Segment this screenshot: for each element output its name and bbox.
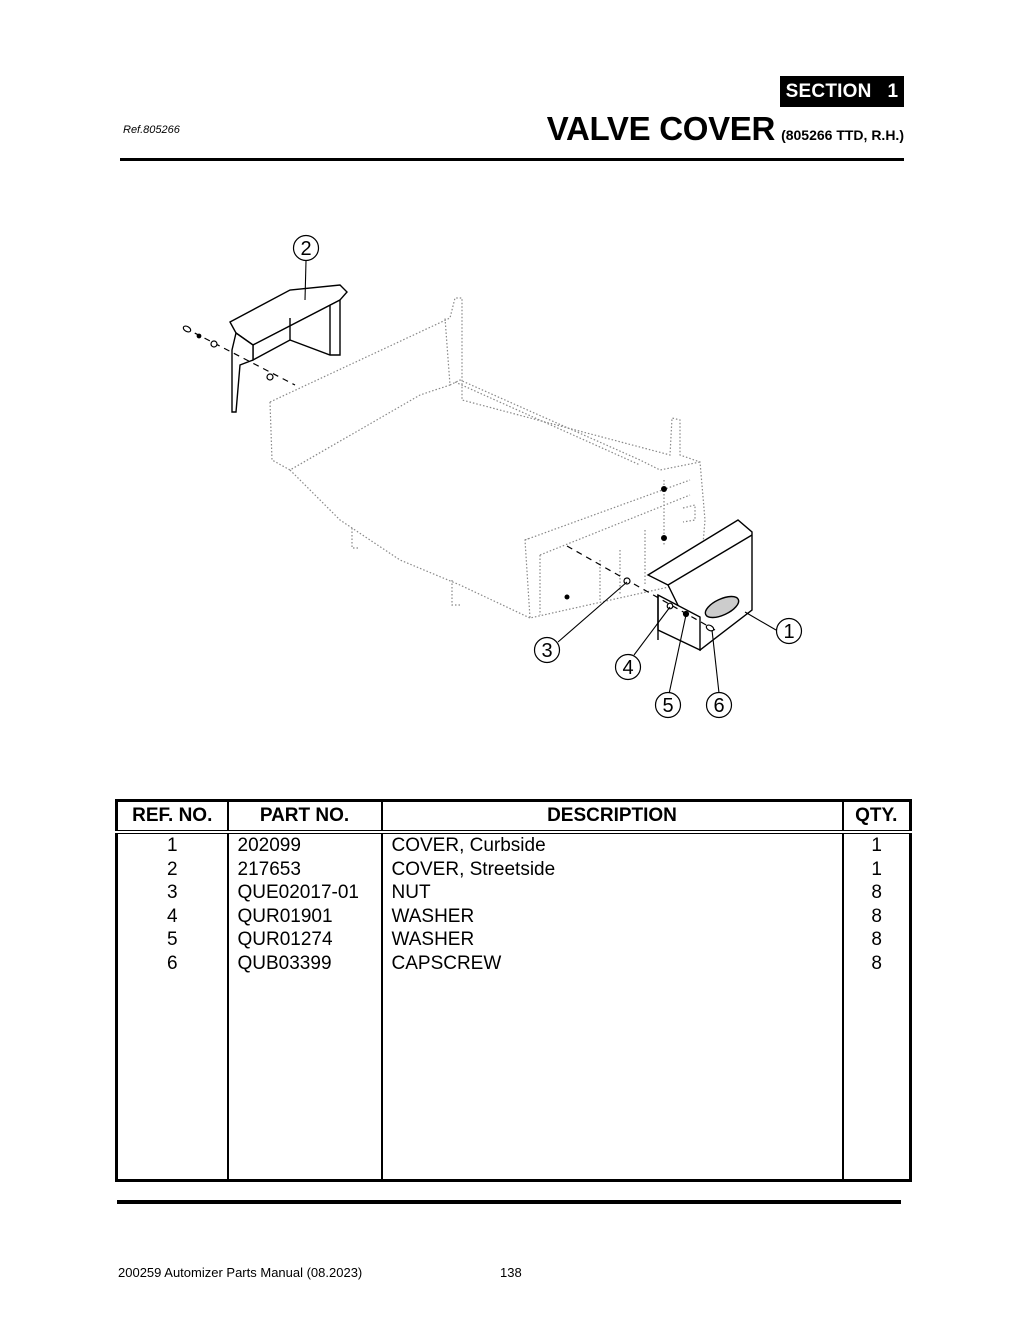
column-header-ref: REF. NO. [116,800,228,834]
description-cell: WASHER [380,928,843,952]
callout-5: 5 [654,691,682,719]
table-row: 4 QUR01901 WASHER 8 [117,904,911,928]
header-divider [120,158,904,161]
description-cell: WASHER [380,904,843,928]
curbside-hardware [566,545,716,632]
description-cell: COVER, Curbside [380,832,843,858]
svg-text:2: 2 [300,238,311,260]
title-main: VALVE COVER [546,110,776,147]
section-number: 1 [887,80,899,102]
streetside-hardware [182,325,296,386]
callout-2: 2 [292,234,320,262]
footer-divider [117,1200,901,1204]
ref-cell: 3 [166,882,178,903]
title-subtitle: (805266 TTD, R.H.) [781,127,904,143]
svg-text:6: 6 [713,695,724,717]
qty-cell: 1 [841,857,911,881]
table-row: 1 202099 COVER, Curbside 1 [117,832,911,858]
manual-title: 200259 Automizer Parts Manual (08.2023) [118,1265,363,1280]
column-header-qty: QTY. [841,800,911,834]
parts-table: REF. NO. PART NO. DESCRIPTION QTY. 1 202… [115,799,912,1182]
column-header-part-no: PART NO. [226,800,382,834]
qty-cell: 8 [841,928,911,952]
table-row: 3 QUE02017-01 NUT 8 [117,881,911,905]
curbside-cover [646,519,753,652]
table-empty-space [117,975,911,1181]
svg-text:4: 4 [622,657,633,679]
description-cell: COVER, Streetside [380,857,843,881]
exploded-view-diagram: 2 1 3 4 5 6 [182,234,803,719]
part-no-cell: QUE02017-01 [226,881,382,905]
ref-cell: 1 [166,835,178,856]
description-cell: NUT [380,881,843,905]
description-cell: CAPSCREW [380,951,843,975]
svg-text:3: 3 [541,640,552,662]
part-no-cell: 217653 [226,857,382,881]
callout-3: 3 [533,636,561,664]
mounting-holes [564,486,667,600]
streetside-cover [229,284,348,413]
table-row: 2 217653 COVER, Streetside 1 [117,857,911,881]
svg-text:5: 5 [662,695,673,717]
qty-cell: 8 [841,904,911,928]
table-row: 5 QUR01274 WASHER 8 [117,928,911,952]
callout-1: 1 [775,617,803,645]
part-no-cell: QUR01274 [226,928,382,952]
page-title: VALVE COVER (805266 TTD, R.H.) [547,110,904,148]
reference-number: Ref.805266 [123,124,180,136]
qty-cell: 1 [841,832,911,858]
ref-cell: 4 [166,905,178,927]
column-header-description: DESCRIPTION [380,800,843,834]
part-no-cell: 202099 [226,832,382,858]
section-badge: SECTION 1 [780,76,904,107]
callout-6: 6 [705,691,733,719]
qty-cell: 8 [841,881,911,905]
ref-cell: 2 [166,858,178,880]
part-no-cell: QUB03399 [226,951,382,975]
ref-cell: 5 [166,929,178,950]
section-label: SECTION [785,80,872,102]
callout-4: 4 [614,653,642,681]
ref-cell: 6 [166,952,178,974]
table-row: 6 QUB03399 CAPSCREW 8 [117,951,911,975]
svg-text:1: 1 [783,621,794,643]
part-no-cell: QUR01901 [226,904,382,928]
qty-cell: 8 [841,951,911,975]
page-number: 138 [500,1265,522,1280]
leader-lines [304,260,777,695]
table-header-row: REF. NO. PART NO. DESCRIPTION QTY. [116,800,911,834]
